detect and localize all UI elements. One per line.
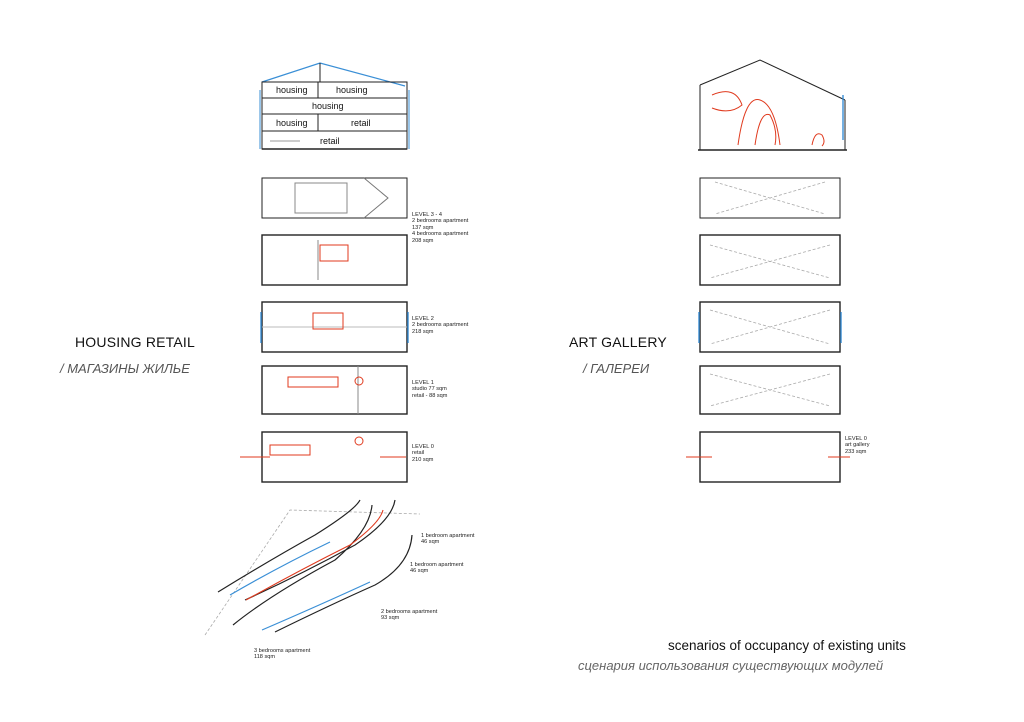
note-level-1-line-1: studio 77 sqm bbox=[412, 386, 447, 393]
note-level-3-4-title: LEVEL 3 - 4 bbox=[412, 212, 442, 218]
curved-note-2-line-2: 46 sqm bbox=[410, 568, 429, 575]
note-level-1-line-2: retail - 88 sqm bbox=[412, 392, 448, 399]
section-label-housing-3: housing bbox=[312, 101, 344, 111]
housing-retail-title: HOUSING RETAIL bbox=[75, 334, 196, 350]
note-level-0-line-1: retail bbox=[412, 450, 425, 457]
curved-note-1-line-2: 46 sqm bbox=[421, 539, 440, 546]
note-level-3-4-line-2: 137 sqm bbox=[412, 224, 434, 231]
curved-note-2: 1 bedroom apartment 46 sqm bbox=[410, 562, 463, 575]
note-level-2-title: LEVEL 2 bbox=[412, 316, 434, 322]
note-level-2-line-1: 2 bedrooms apartment bbox=[412, 322, 469, 329]
gallery-note-level-0: LEVEL 0 art gallery 233 sqm bbox=[845, 436, 870, 455]
curved-note-1: 1 bedroom apartment 46 sqm bbox=[421, 533, 474, 546]
art-gallery-subtitle: / ГАЛЕРЕИ bbox=[583, 361, 650, 376]
art-gallery-title: ART GALLERY bbox=[569, 334, 667, 350]
note-level-0: LEVEL 0 retail 210 sqm bbox=[412, 444, 434, 463]
section-label-housing-4: housing bbox=[276, 118, 308, 128]
section-label-retail-2: retail bbox=[320, 136, 340, 146]
curved-note-4: 3 bedrooms apartment 118 sqm bbox=[254, 648, 310, 661]
curved-note-3: 2 bedrooms apartment 93 sqm bbox=[381, 609, 437, 622]
note-level-2-line-2: 218 sqm bbox=[412, 328, 434, 335]
curved-note-3-line-1: 2 bedrooms apartment bbox=[381, 609, 438, 615]
note-level-1-title: LEVEL 1 bbox=[412, 380, 434, 386]
note-level-3-4-line-4: 208 sqm bbox=[412, 237, 434, 244]
note-level-3-4-line-1: 2 bedrooms apartment bbox=[412, 218, 469, 225]
note-level-3-4-line-3: 4 bedrooms apartment bbox=[412, 231, 469, 238]
section-label-housing-2: housing bbox=[336, 85, 368, 95]
caption-english: scenarios of occupancy of existing units bbox=[668, 638, 906, 653]
housing-retail-subtitle: / МАГАЗИНЫ ЖИЛЬЕ bbox=[60, 361, 190, 376]
curved-note-2-line-1: 1 bedroom apartment bbox=[410, 562, 464, 568]
note-level-3-4: LEVEL 3 - 4 2 bedrooms apartment 137 sqm… bbox=[412, 212, 468, 244]
gallery-note-level-0-line-1: art gallery bbox=[845, 442, 870, 449]
gallery-note-level-0-title: LEVEL 0 bbox=[845, 436, 867, 442]
note-level-0-title: LEVEL 0 bbox=[412, 444, 434, 450]
curved-note-4-line-2: 118 sqm bbox=[254, 654, 276, 661]
curved-note-3-line-2: 93 sqm bbox=[381, 615, 400, 622]
gallery-note-level-0-line-2: 233 sqm bbox=[845, 448, 867, 455]
curved-note-1-line-1: 1 bedroom apartment bbox=[421, 533, 475, 539]
caption-russian: сценария использования существующих моду… bbox=[578, 658, 884, 673]
section-label-retail-1: retail bbox=[351, 118, 371, 128]
curved-note-4-line-1: 3 bedrooms apartment bbox=[254, 648, 311, 654]
note-level-0-line-2: 210 sqm bbox=[412, 456, 434, 463]
section-label-housing-1: housing bbox=[276, 85, 308, 95]
note-level-1: LEVEL 1 studio 77 sqm retail - 88 sqm bbox=[412, 380, 447, 399]
note-level-2: LEVEL 2 2 bedrooms apartment 218 sqm bbox=[412, 316, 468, 335]
